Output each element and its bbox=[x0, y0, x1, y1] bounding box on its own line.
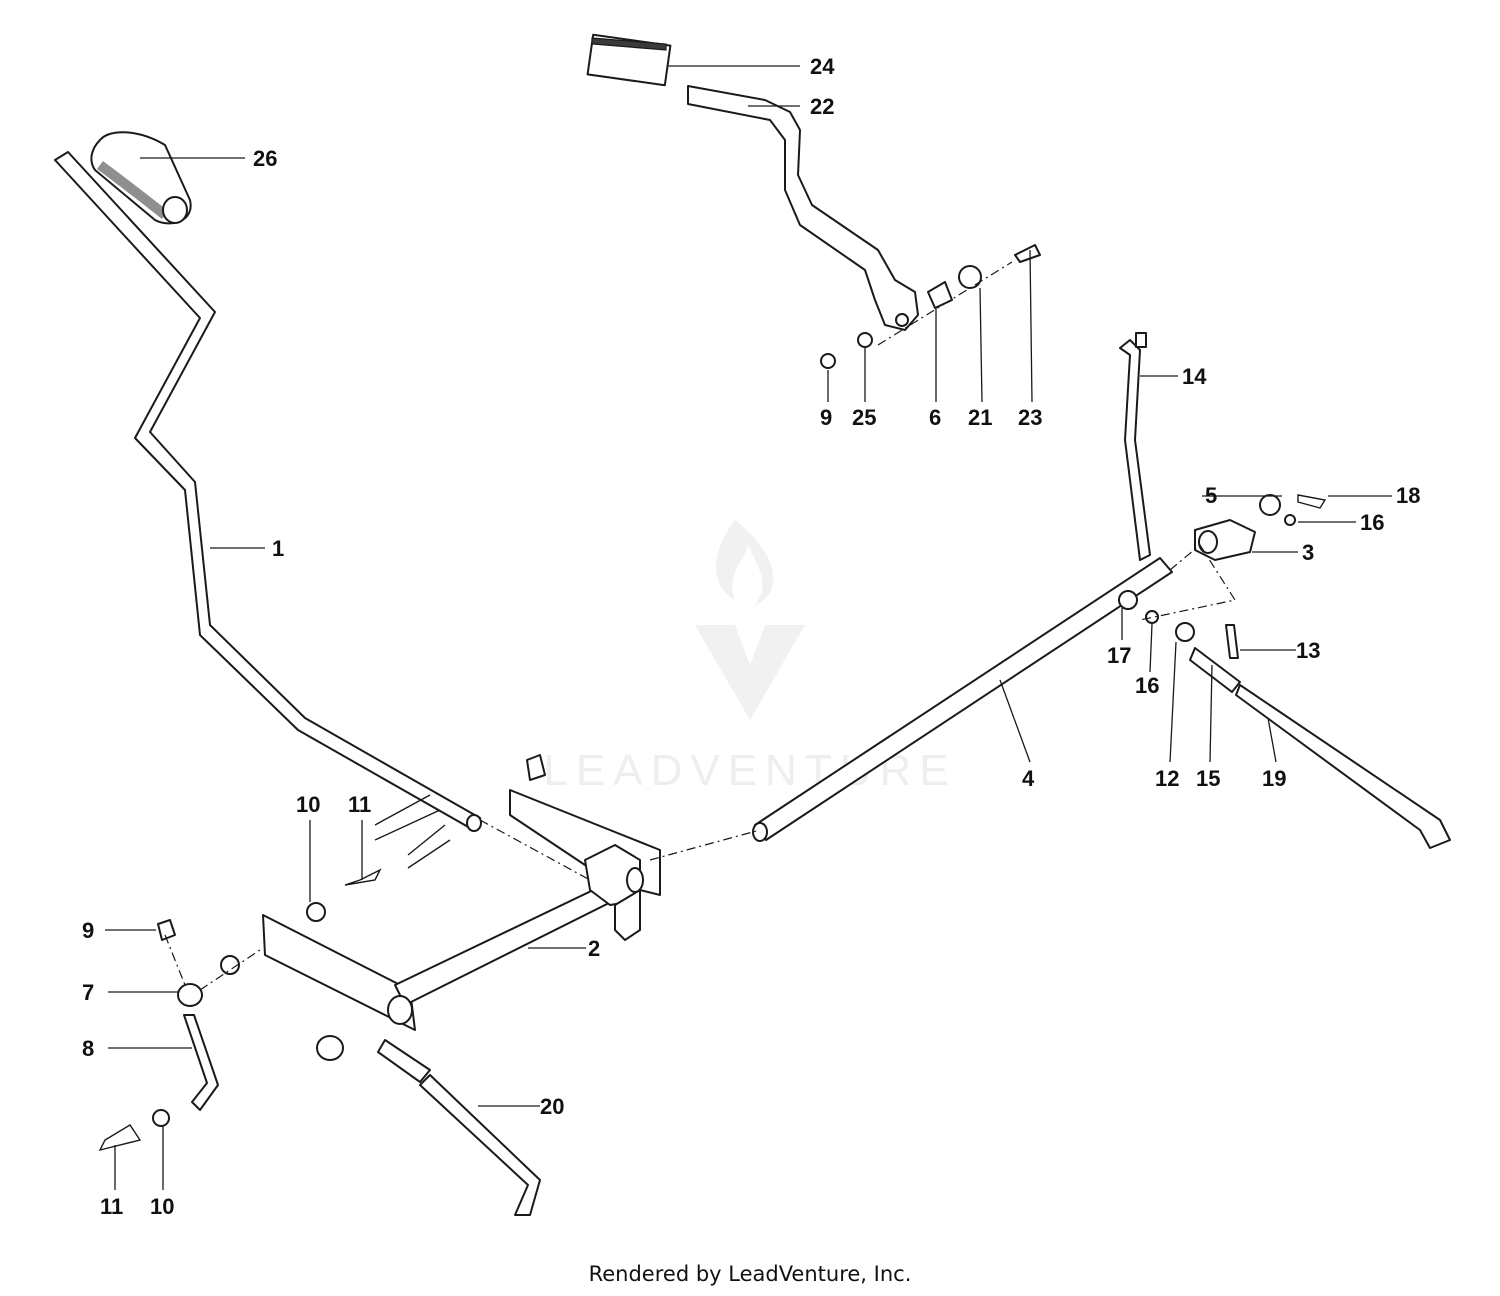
part-7-ferrule bbox=[177, 983, 203, 1007]
callout-12: 12 bbox=[1155, 766, 1179, 791]
part-25-washer bbox=[857, 332, 873, 348]
part-20-spring bbox=[377, 1039, 431, 1083]
callout-26: 26 bbox=[253, 146, 277, 171]
callout-2: 2 bbox=[588, 936, 600, 961]
part-9-nut-lower bbox=[157, 919, 176, 941]
callout-25: 25 bbox=[852, 405, 876, 430]
callout-19: 19 bbox=[1262, 766, 1286, 791]
part-13-pin bbox=[1225, 624, 1239, 659]
part-24-pedal-pad bbox=[586, 33, 672, 87]
part-10-washer-mid bbox=[220, 955, 240, 975]
part-2-lift-shaft bbox=[262, 754, 661, 1031]
footer-credit: Rendered by LeadVenture, Inc. bbox=[588, 1262, 912, 1286]
callout-20: 20 bbox=[540, 1094, 564, 1119]
callout-23: 23 bbox=[1018, 405, 1042, 430]
callout-14: 14 bbox=[1182, 364, 1207, 389]
callout-17: 17 bbox=[1107, 643, 1131, 668]
callout-10-lower: 10 bbox=[150, 1194, 174, 1219]
part-16-washer-lower bbox=[1145, 610, 1159, 624]
part-20-rod bbox=[419, 1074, 541, 1216]
part-16-washer-upper bbox=[1284, 514, 1296, 526]
assembly-lines bbox=[164, 261, 1236, 991]
callout-10-upper: 10 bbox=[296, 792, 320, 817]
hardware bbox=[98, 244, 1451, 1216]
part-20-ferrule bbox=[316, 1035, 344, 1061]
callout-21: 21 bbox=[968, 405, 992, 430]
part-10-washer-lower bbox=[152, 1109, 170, 1127]
callout-16-lower: 16 bbox=[1135, 673, 1159, 698]
callout-8: 8 bbox=[82, 1036, 94, 1061]
callout-7: 7 bbox=[82, 980, 94, 1005]
part-11-clips-upper bbox=[374, 794, 451, 869]
part-6-spacer bbox=[927, 281, 953, 309]
part-10-washer-upper bbox=[306, 902, 326, 922]
callout-9-lower: 9 bbox=[82, 918, 94, 943]
callout-4: 4 bbox=[1022, 766, 1035, 791]
callout-15: 15 bbox=[1196, 766, 1220, 791]
part-12-ferrule bbox=[1175, 622, 1195, 642]
callout-9-upper: 9 bbox=[820, 405, 832, 430]
callout-5: 5 bbox=[1205, 483, 1217, 508]
callout-22: 22 bbox=[810, 94, 834, 119]
part-21-bushing bbox=[958, 265, 982, 289]
part-11-clip-lower bbox=[98, 1124, 142, 1152]
callout-1: 1 bbox=[272, 536, 284, 561]
part-23-bolt bbox=[1014, 244, 1041, 263]
part-4-cross-shaft bbox=[752, 557, 1173, 842]
part-19-rod bbox=[1235, 684, 1451, 849]
callout-24: 24 bbox=[810, 54, 835, 79]
callout-6: 6 bbox=[929, 405, 941, 430]
callout-11-lower: 11 bbox=[100, 1194, 123, 1219]
callout-16-upper: 16 bbox=[1360, 510, 1384, 535]
part-8-rod bbox=[183, 1014, 219, 1111]
callout-3: 3 bbox=[1302, 540, 1314, 565]
part-3-bracket bbox=[1194, 519, 1256, 561]
part-15-spring bbox=[1189, 647, 1241, 693]
part-5-washer bbox=[1259, 494, 1281, 516]
part-17-bushing bbox=[1118, 590, 1138, 610]
callout-11-upper: 11 bbox=[348, 792, 371, 817]
callout-13: 13 bbox=[1296, 638, 1320, 663]
callout-labels: 24 22 26 9 25 6 21 23 14 1 5 18 16 3 17 … bbox=[82, 54, 1420, 1219]
part-1-lift-lever bbox=[54, 151, 482, 832]
part-26-grip bbox=[90, 131, 192, 225]
part-11-clip-mid bbox=[344, 868, 382, 886]
part-14-rod bbox=[1119, 332, 1151, 561]
callout-18: 18 bbox=[1396, 483, 1420, 508]
leader-lines bbox=[105, 65, 1392, 1190]
part-18-clip bbox=[1297, 494, 1327, 509]
part-22-pedal-arm bbox=[687, 85, 919, 331]
part-9-nut-upper bbox=[820, 353, 836, 369]
